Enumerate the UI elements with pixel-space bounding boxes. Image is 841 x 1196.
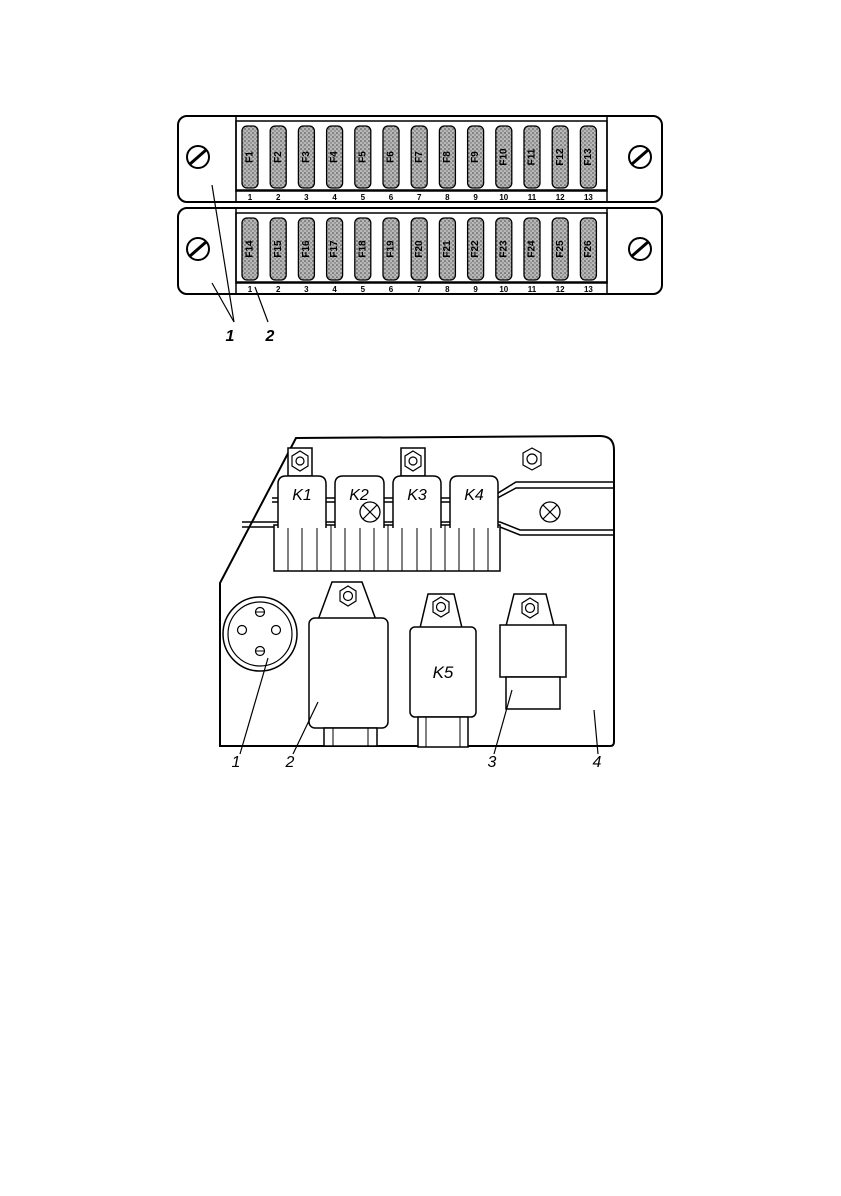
relay-label: K1 [292,487,312,504]
nut-icon [523,448,541,470]
callout-label: 2 [265,328,275,345]
relay-label: K4 [464,487,484,504]
callout-label: 1 [226,328,235,345]
fuse-label: F17 [329,240,340,258]
fuse-label: F13 [583,148,594,166]
fuse-label: F20 [414,240,425,258]
fuse-label: F25 [555,240,566,258]
crosshead-screw-icon [540,502,560,522]
fuse-label: F24 [527,240,538,258]
fuse-position-number: 2 [276,193,281,202]
fuse-position-number: 13 [584,193,593,202]
fuse-position-number: 11 [528,193,537,202]
fuse-label: F12 [555,148,566,166]
fuse-label: F6 [386,151,397,163]
fuse-position-number: 13 [584,285,593,294]
fuse-label: F9 [470,151,481,163]
fuse-position-number: 7 [417,193,422,202]
fuse-label: F19 [386,240,397,258]
fuse-label: F7 [414,151,425,163]
relay-label: K5 [433,663,454,682]
crosshead-screw-icon [360,502,380,522]
screw-icon [187,146,209,168]
relay-label: K2 [349,487,369,504]
relay-k3: K3 [393,476,441,528]
fuse-position-number: 3 [304,285,309,294]
fuse-position-number: 11 [528,285,537,294]
fuse-position-number: 8 [445,285,450,294]
callout-label: 2 [285,754,295,771]
fuse-block: F11F22F33F44F55F66F77F88F99F1010F1111F12… [178,116,662,345]
fuse-label: F10 [498,148,509,166]
fuse-label: F23 [498,240,509,258]
fuse-position-number: 12 [556,285,565,294]
fuse-position-number: 2 [276,285,281,294]
fuse-label: F22 [470,240,481,258]
fuse-position-number: 1 [248,193,253,202]
fuse-label: F4 [329,151,340,163]
fuse-label: F26 [583,240,594,258]
relay-socket-base [274,525,500,571]
fuse-position-number: 6 [389,193,394,202]
fuse-position-number: 4 [332,285,337,294]
fuse-position-number: 9 [473,285,478,294]
relay-k1: K1 [278,476,326,528]
fuse-label: F21 [442,240,453,258]
fuse-label: F1 [245,151,256,163]
fuse-position-number: 8 [445,193,450,202]
screw-icon [629,238,651,260]
fuse-label: F18 [357,240,368,258]
fuse-position-number: 7 [417,285,422,294]
callout-label: 3 [488,754,497,771]
fuse-label: F3 [301,151,312,163]
mounting-tab [288,448,312,476]
fuse-position-number: 3 [304,193,309,202]
fuse-position-number: 6 [389,285,394,294]
fuse-label: F11 [527,148,538,165]
fuse-position-number: 5 [361,193,366,202]
fuse-label: F16 [301,240,312,258]
relay-panel: K1 K2 K3 K4 [220,436,614,771]
fuse-position-number: 9 [473,193,478,202]
fuse-label: F5 [357,151,368,163]
fuse-label: F14 [245,240,256,258]
fuse-position-number: 1 [248,285,253,294]
fuse-position-number: 4 [332,193,337,202]
relay-label: K3 [407,487,427,504]
mounting-tab [401,448,425,476]
fuse-label: F15 [273,240,284,258]
round-connector [223,597,297,671]
screw-icon [187,238,209,260]
fuse-position-number: 10 [499,193,508,202]
screw-icon [629,146,651,168]
fuse-label: F8 [442,151,453,163]
fuse-position-number: 12 [556,193,565,202]
relay-k4: K4 [450,476,498,528]
fuse-position-number: 5 [361,285,366,294]
fuse-position-number: 10 [499,285,508,294]
callout-label: 1 [232,754,241,771]
callout-label: 4 [593,754,602,771]
fuse-label: F2 [273,151,284,163]
